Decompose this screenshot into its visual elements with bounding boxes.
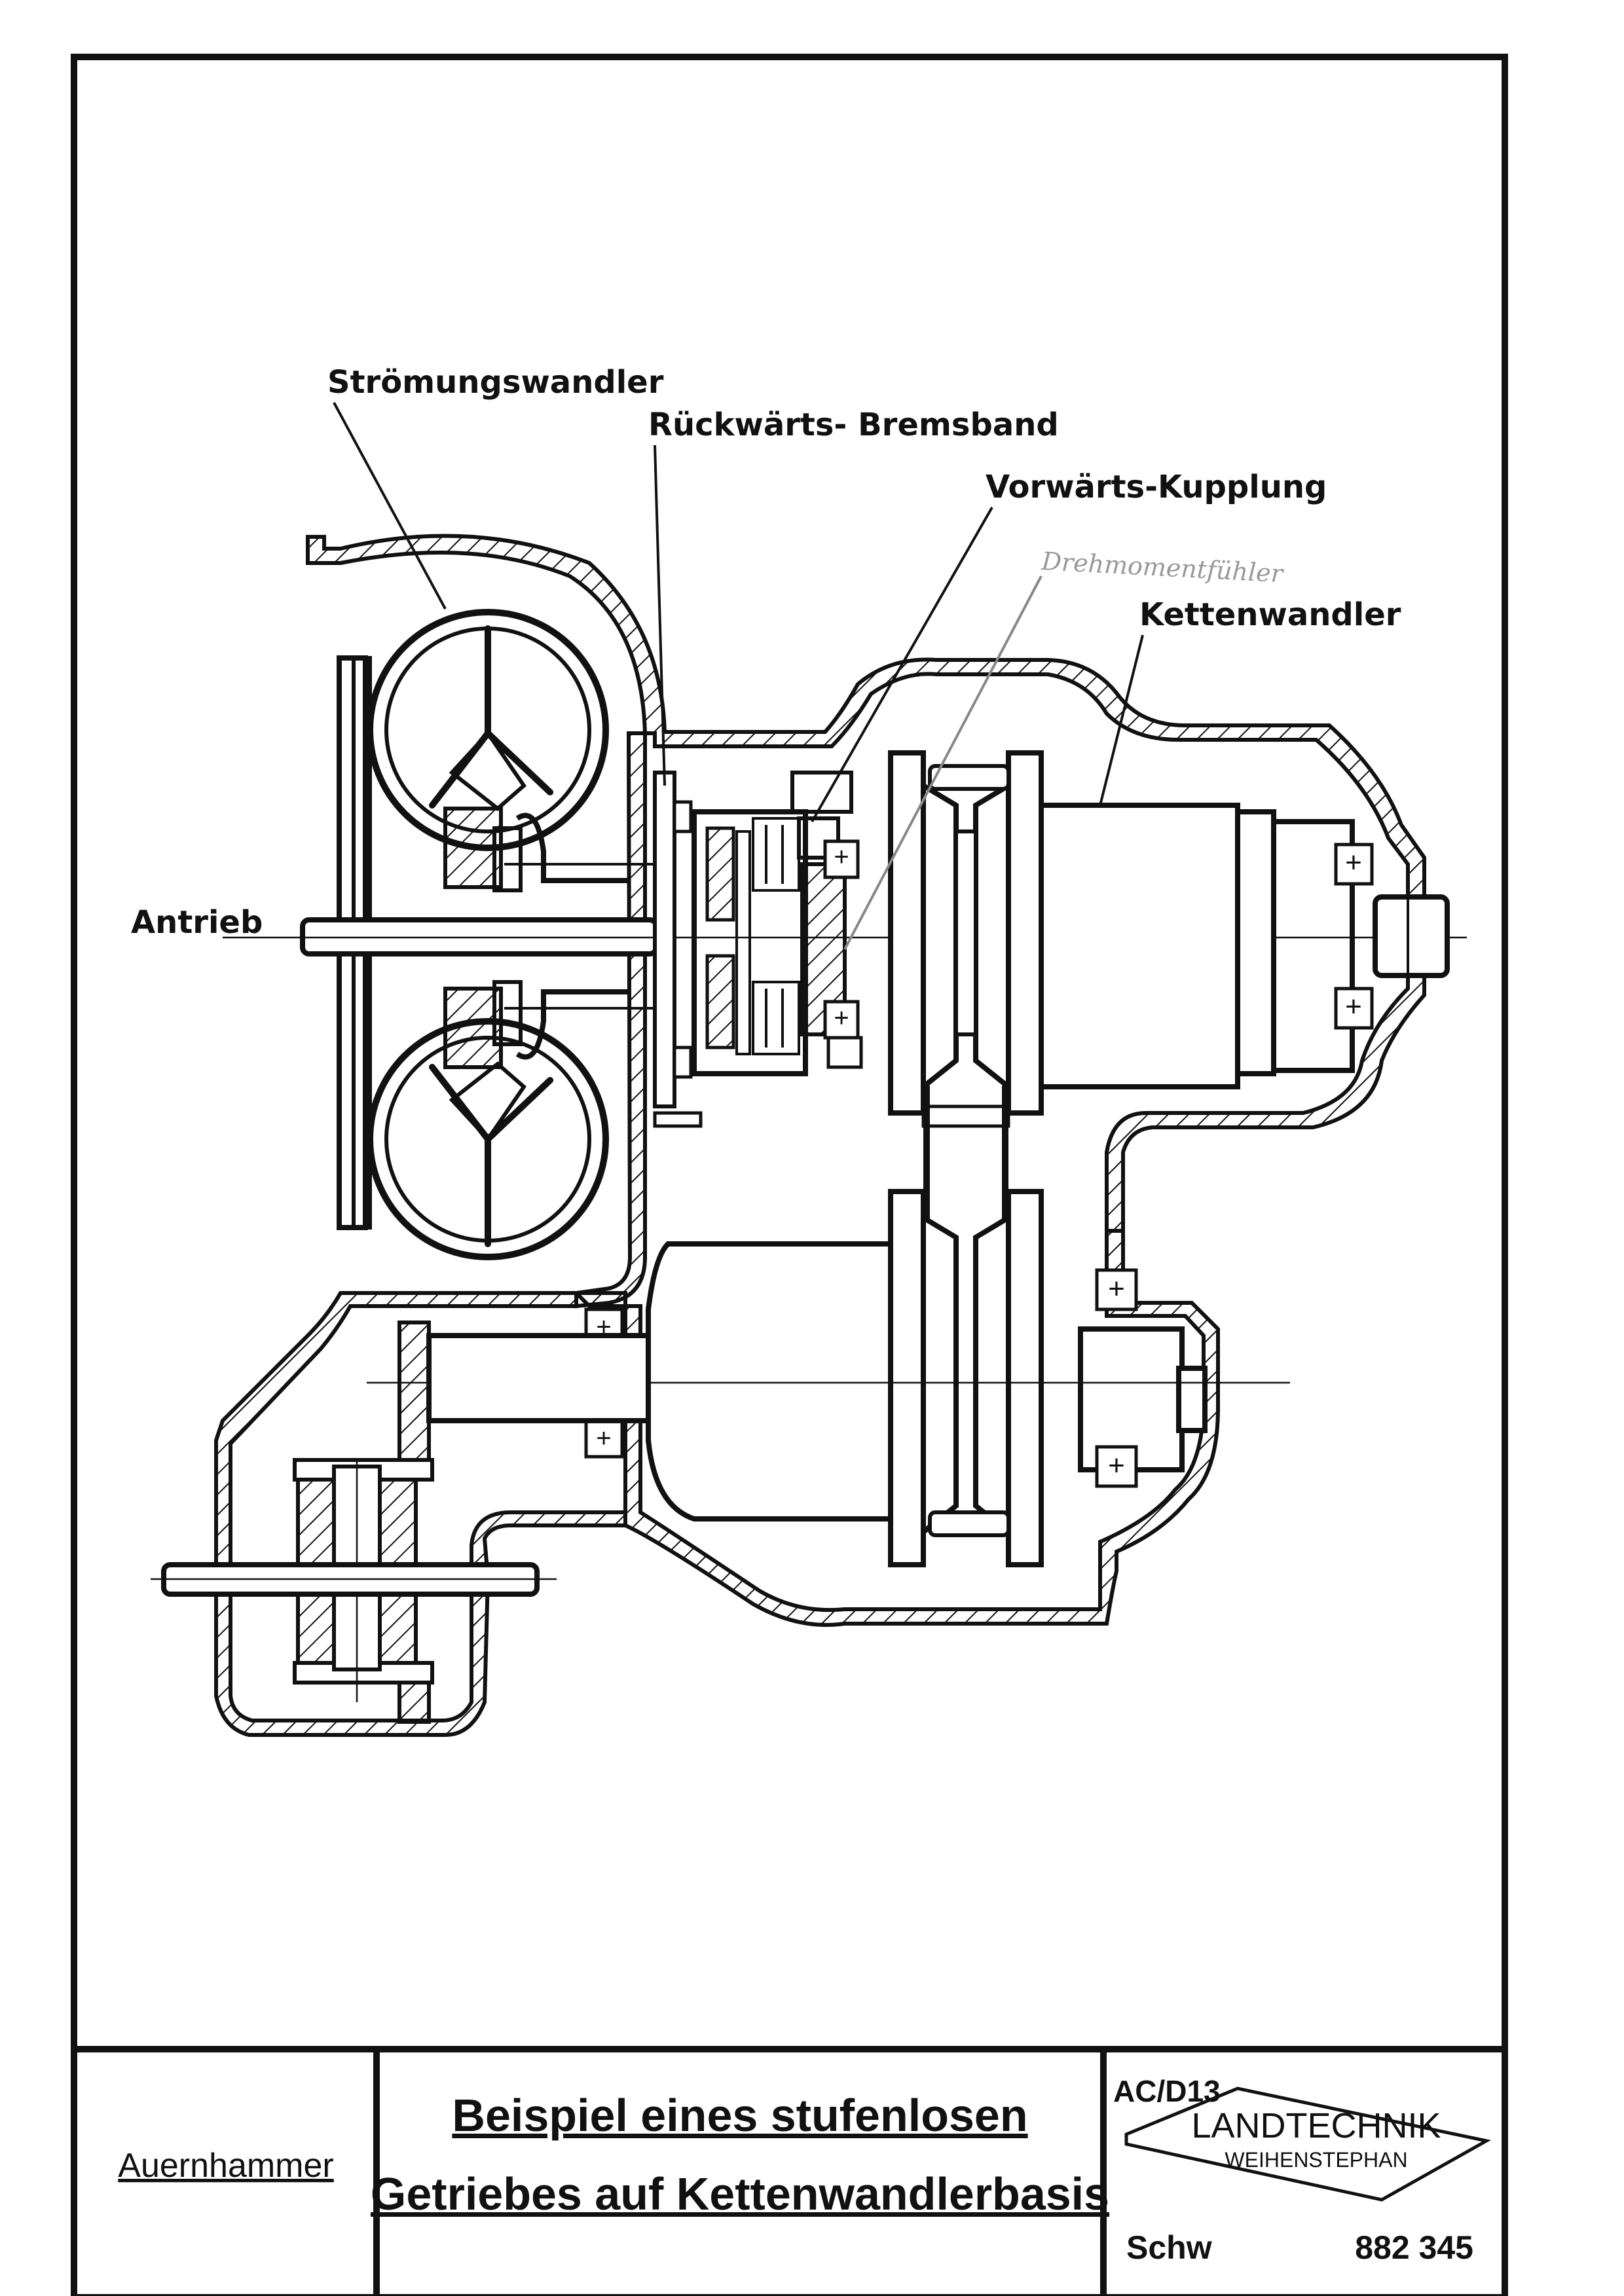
chain: [921, 1084, 1010, 1228]
label-vorwarts-kupplung: Vorwärts-Kupplung: [986, 469, 1327, 505]
gearbox-cross-section: + + + +: [151, 534, 1467, 1737]
output-gears: [151, 1321, 651, 1724]
svg-text:+: +: [1345, 847, 1362, 879]
label-ruckwarts-bremsband: Rückwärts- Bremsband: [648, 407, 1059, 443]
primary-sheave: + +: [888, 750, 1450, 1116]
drawer-initials: Schw: [1126, 2229, 1212, 2266]
logo-sub: WEIHENSTEPHAN: [1225, 2148, 1407, 2172]
author-name: Auernhammer: [118, 2147, 333, 2185]
label-drehmomentfuhler: Drehmomentfühler: [1041, 547, 1285, 588]
svg-text:+: +: [1108, 1273, 1125, 1305]
logo-main: LANDTECHNIK: [1191, 2106, 1441, 2145]
output-gear-housing: [214, 1291, 627, 1737]
label-kettenwandler: Kettenwandler: [1139, 596, 1401, 633]
torque-converter: [367, 609, 655, 1260]
title-line-2: Getriebes auf Kettenwandlerbasis: [371, 2168, 1109, 2219]
converter-housing: [574, 731, 647, 1309]
svg-text:+: +: [1108, 1449, 1125, 1482]
upper-housing: [306, 534, 1426, 1233]
callouts: Strömungswandler Rückwärts- Bremsband Vo…: [131, 364, 1401, 950]
svg-text:+: +: [834, 1004, 849, 1032]
svg-text:+: +: [834, 843, 849, 871]
svg-text:+: +: [1345, 991, 1362, 1023]
svg-text:+: +: [596, 1424, 611, 1453]
title-block: Auernhammer Beispiel eines stufenlosen G…: [74, 2046, 1505, 2296]
label-antrieb: Antrieb: [131, 904, 263, 941]
drawing-border: [71, 54, 1508, 2296]
title-line-1: Beispiel eines stufenlosen: [452, 2090, 1027, 2141]
label-stromungswandler: Strömungswandler: [327, 364, 664, 401]
planetary-set: + +: [653, 771, 863, 1128]
landtechnik-logo-frame: [1124, 2086, 1492, 2202]
lower-housing: [571, 1229, 1220, 1627]
drawing-number: 882 345: [1355, 2229, 1473, 2266]
